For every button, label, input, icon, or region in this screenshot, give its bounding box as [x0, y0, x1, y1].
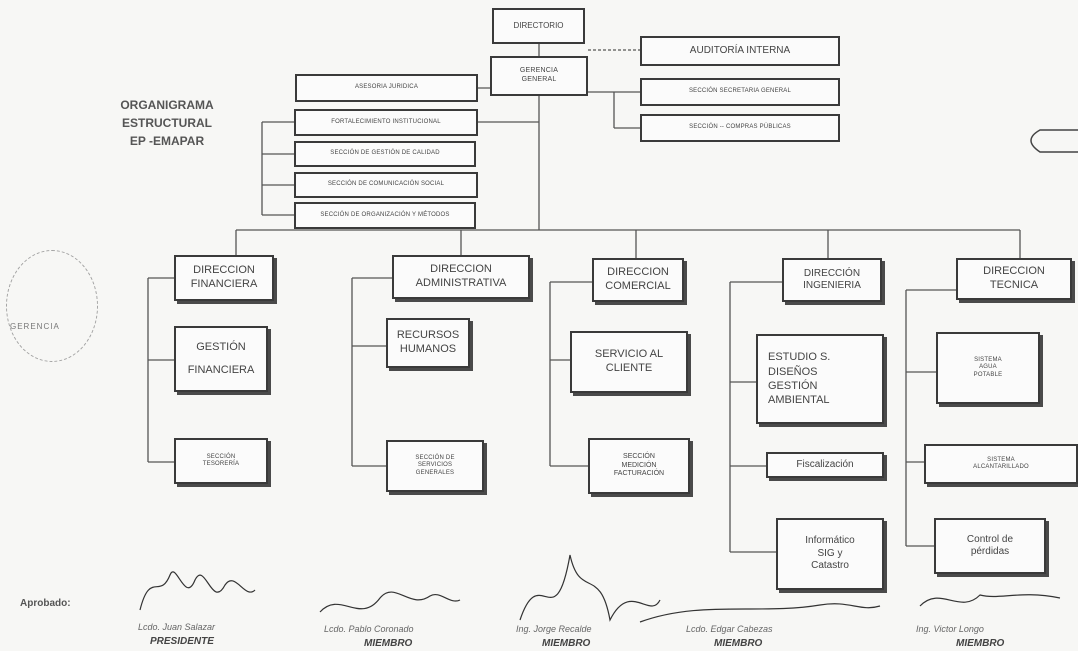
signatory-5-name: Ing. Victor Longo — [916, 624, 984, 634]
box-seccion-tesoreria: SECCIÓN TESORERÍA — [174, 438, 268, 484]
seal-text: GERENCIA — [10, 322, 60, 331]
box-sistema-alcantarillado: SISTEMA ALCANTARILLADO — [924, 444, 1078, 484]
signatory-3-name: Ing. Jorge Recalde — [516, 624, 592, 634]
box-direccion-comercial: DIRECCION COMERCIAL — [592, 258, 684, 302]
box-fortalecimiento: FORTALECIMIENTO INSTITUCIONAL — [294, 109, 478, 136]
box-servicios-generales: SECCIÓN DE SERVICIOS GENERALES — [386, 440, 484, 492]
box-secretaria-general: SECCIÓN SECRETARIA GENERAL — [640, 78, 840, 106]
signatory-1-role: PRESIDENTE — [150, 636, 214, 647]
box-comunicacion-social: SECCIÓN DE COMUNICACIÓN SOCIAL — [294, 172, 478, 198]
signatory-1-name: Lcdo. Juan Salazar — [138, 622, 216, 632]
box-auditoria-interna: AUDITORÍA INTERNA — [640, 36, 840, 66]
box-organizacion-metodos: SECCIÓN DE ORGANIZACIÓN Y MÉTODOS — [294, 202, 476, 229]
box-sistema-agua-potable: SISTEMA AGUA POTABLE — [936, 332, 1040, 404]
approved-label: Aprobado: — [20, 598, 71, 609]
box-control-perdidas: Control de pérdidas — [934, 518, 1046, 574]
box-direccion-financiera: DIRECCION FINANCIERA — [174, 255, 274, 301]
box-informatico-sig: Informático SIG y Catastro — [776, 518, 884, 590]
signatory-5-role: MIEMBRO — [956, 638, 1005, 649]
signatory-4-role: MIEMBRO — [714, 638, 763, 649]
box-direccion-ingenieria: DIRECCIÓN INGENIERIA — [782, 258, 882, 302]
institutional-seal — [6, 250, 98, 362]
box-medicion-facturacion: SECCIÓN MEDICIÓN FACTURACIÓN — [588, 438, 690, 494]
box-recursos-humanos: RECURSOS HUMANOS — [386, 318, 470, 368]
box-directorio: DIRECTORIO — [492, 8, 585, 44]
box-asesoria-juridica: ASESORIA JURIDICA — [295, 74, 478, 102]
signatory-3-role: MIEMBRO — [542, 638, 591, 649]
box-direccion-administrativa: DIRECCION ADMINISTRATIVA — [392, 255, 530, 299]
signatory-2-name: Lcdo. Pablo Coronado — [324, 624, 414, 634]
box-direccion-tecnica: DIRECCION TECNICA — [956, 258, 1072, 300]
box-gestion-financiera: GESTIÓN FINANCIERA — [174, 326, 268, 392]
box-gerencia-general: GERENCIA GENERAL — [490, 56, 588, 96]
box-fiscalizacion: Fiscalización — [766, 452, 884, 478]
signatory-4-name: Lcdo. Edgar Cabezas — [686, 624, 773, 634]
box-estudios-disenos: ESTUDIO S. DISEÑOS GESTIÓN AMBIENTAL — [756, 334, 884, 424]
box-servicio-cliente: SERVICIO AL CLIENTE — [570, 331, 688, 393]
box-gestion-calidad: SECCIÓN DE GESTIÓN DE CALIDAD — [294, 141, 476, 167]
box-compras-publicas: SECCIÓN -- COMPRAS PÚBLICAS — [640, 114, 840, 142]
chart-title: ORGANIGRAMA ESTRUCTURAL EP -EMAPAR — [120, 98, 214, 148]
signatory-2-role: MIEMBRO — [364, 638, 413, 649]
